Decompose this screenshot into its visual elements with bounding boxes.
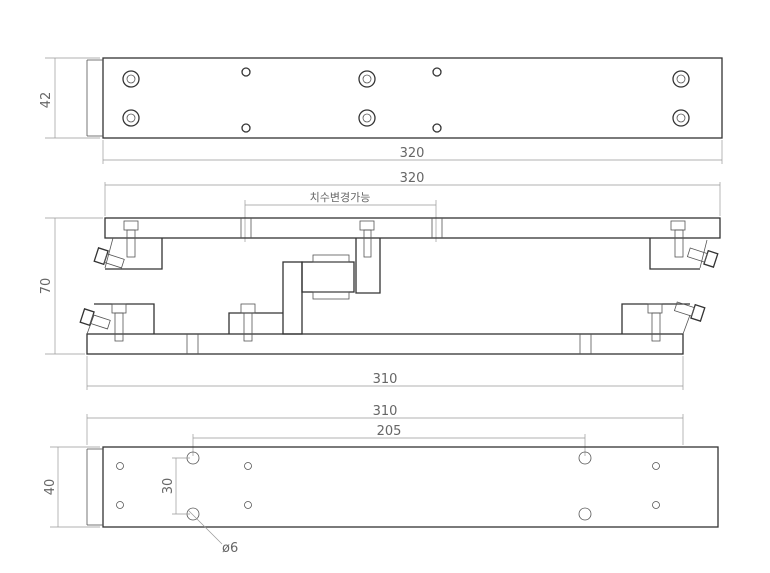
bottom-view: 310 205 40 30 ø6 — [43, 404, 719, 556]
hole-diameter-label: ø6 — [222, 541, 238, 556]
dim-70: 70 — [39, 217, 103, 355]
dim-310-front: 310 — [86, 356, 684, 390]
dim-width-label: 320 — [400, 146, 425, 161]
dim-adjustable: 치수변경가능 — [244, 191, 437, 242]
upper-right-bracket — [649, 238, 700, 270]
dim-base-label: 310 — [373, 372, 398, 387]
upper-plate — [104, 217, 721, 239]
upper-left-bracket — [105, 238, 163, 270]
top-plate-outline — [102, 57, 723, 139]
dim-height-label: 42 — [39, 92, 54, 109]
lower-plate — [86, 333, 684, 355]
dim-310-bottom: 310 — [86, 404, 684, 445]
dim-height-label: 70 — [39, 278, 54, 295]
front-view: 320 치수변경가능 — [39, 171, 721, 390]
dim-height-label: 40 — [43, 479, 58, 496]
dim-hole-span-label: 205 — [377, 424, 402, 439]
dim-30: 30 — [161, 457, 190, 515]
dim-205: 205 — [192, 424, 586, 456]
dim-width-label: 310 — [373, 404, 398, 419]
base-plate-outline — [102, 446, 719, 528]
small-holes — [116, 462, 660, 509]
hole-diameter-callout: ø6 — [187, 509, 238, 556]
dim-320-top: 320 — [102, 140, 723, 164]
small-holes — [241, 67, 442, 133]
lower-left-block — [94, 303, 155, 334]
dim-320-front: 320 — [104, 171, 721, 216]
dim-width-label: 320 — [400, 171, 425, 186]
top-view: 42 320 — [39, 57, 723, 164]
center-hanger — [355, 238, 381, 294]
lower-right-block — [621, 303, 690, 334]
counterbored-holes — [122, 70, 690, 127]
adjustable-note: 치수변경가능 — [310, 191, 371, 204]
dim-pitch-label: 30 — [161, 478, 176, 495]
roller — [282, 254, 355, 335]
dim-42: 42 — [39, 57, 100, 139]
dim-40: 40 — [43, 446, 100, 528]
lower-center-block — [228, 312, 283, 334]
